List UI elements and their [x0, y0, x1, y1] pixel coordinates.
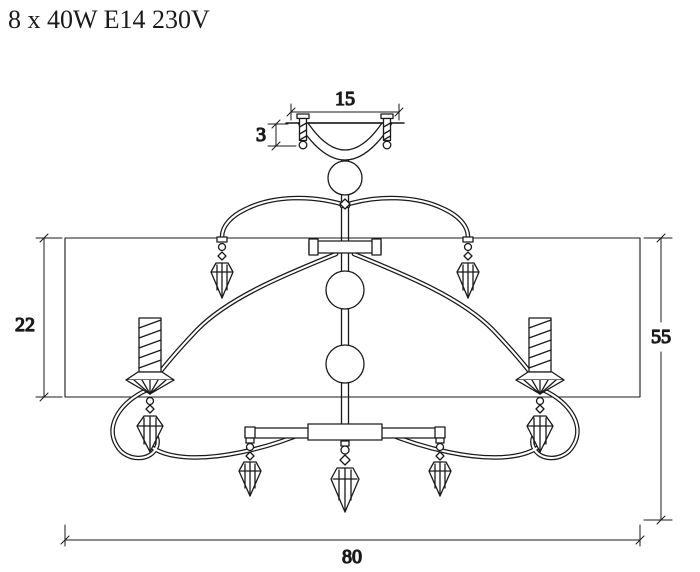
bottom-pendant-left: [238, 437, 262, 497]
dimension-fixture-height-label: 55: [651, 326, 671, 348]
stem-sphere-top: [327, 160, 363, 196]
shade-outline: [64, 237, 641, 398]
upper-drop-left: [210, 236, 234, 299]
stem-sphere-lower: [325, 344, 365, 384]
mounting-bolt-left: [296, 113, 310, 150]
dimension-canopy-height: [267, 119, 297, 151]
dimension-fixture-width-label: 80: [342, 546, 362, 568]
stem-bead: [339, 198, 351, 210]
bottom-pendant-center: [330, 440, 360, 513]
dimension-shade-height: [35, 233, 63, 402]
bottom-hub: [244, 423, 446, 441]
stem-sphere-middle: [325, 270, 365, 310]
left-candle: [125, 317, 175, 453]
right-candle: [515, 317, 565, 453]
mounting-bolt-right: [380, 113, 394, 150]
bottom-pendant-right: [428, 437, 452, 497]
dimension-fixture-height: [643, 233, 673, 525]
spec-title: 8 x 40W E14 230V: [8, 5, 210, 34]
dimension-shade-height-label: 22: [15, 314, 35, 336]
top-hub: [308, 238, 382, 256]
dimension-fixture-width: [60, 524, 645, 547]
dimension-canopy-height-label: 3: [256, 124, 266, 146]
center-column: [244, 160, 446, 441]
dimension-canopy-width-label: 15: [335, 88, 355, 110]
upper-drop-right: [456, 236, 480, 299]
bobeche: [125, 371, 175, 381]
dimension-canopy-width: [286, 103, 404, 121]
ceiling-canopy: [285, 113, 405, 161]
bobeche: [515, 371, 565, 381]
